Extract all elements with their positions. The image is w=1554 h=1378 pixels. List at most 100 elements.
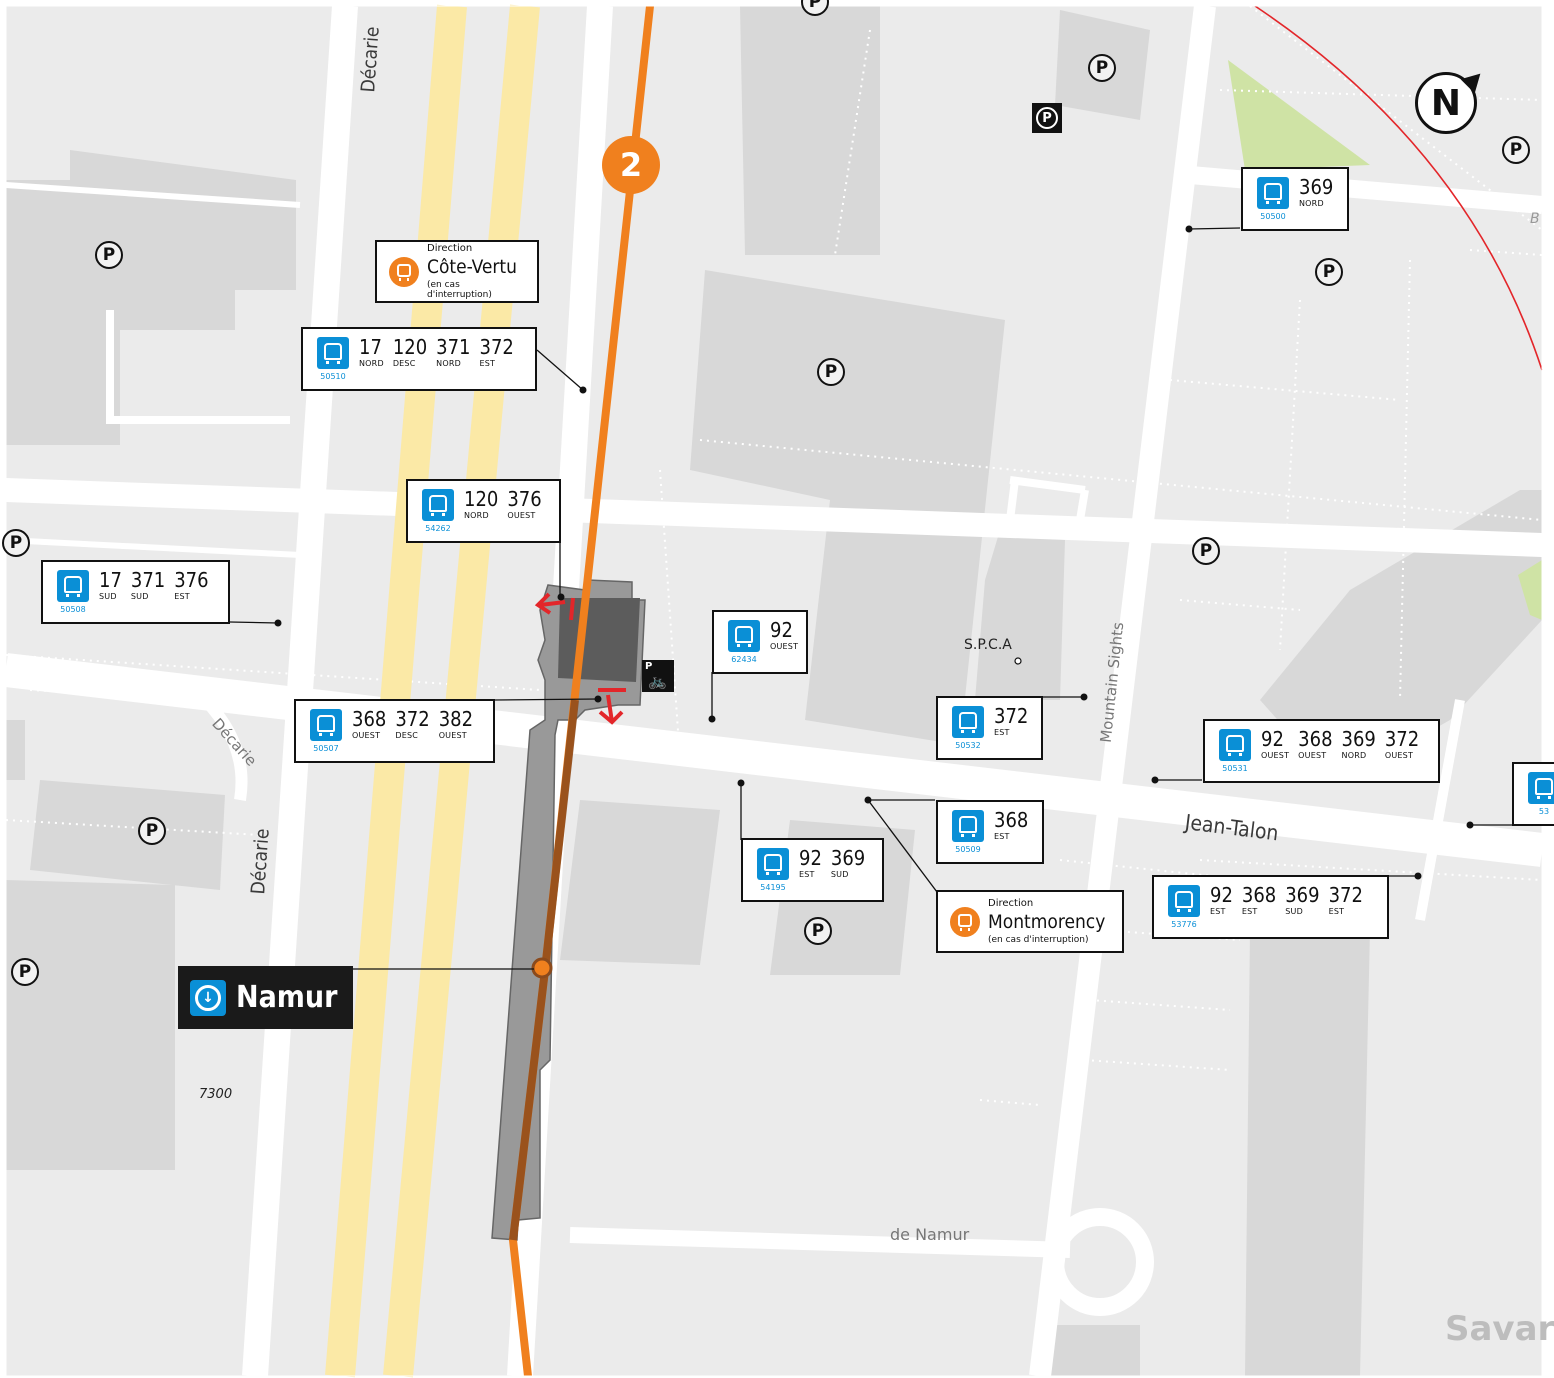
route-direction: EST — [1328, 907, 1345, 916]
route-direction: EST — [994, 728, 1010, 737]
route-number: 92 — [1210, 883, 1233, 907]
route-number: 368 — [352, 707, 387, 731]
bus-icon — [310, 709, 342, 741]
route-direction: OUEST — [1384, 751, 1414, 760]
boundary-line — [1254, 5, 1543, 371]
route-number: 376 — [174, 568, 209, 592]
stop-code: 50508 — [60, 605, 86, 614]
route-direction: EST — [799, 870, 815, 879]
route-direction: NORD — [1299, 199, 1324, 208]
stop-code: 53776 — [1171, 920, 1197, 929]
roundabout — [1046, 1208, 1154, 1316]
route-direction: DESC — [392, 359, 416, 368]
address-label: 7300 — [199, 1087, 233, 1102]
bus-icon — [952, 810, 984, 842]
route-direction: EST — [479, 359, 496, 368]
bus-icon — [1528, 772, 1554, 804]
stop-code: 50510 — [320, 372, 346, 381]
route-direction: EST — [174, 592, 190, 601]
spca-marker — [1014, 657, 1022, 665]
route-direction: OUEST — [438, 731, 467, 740]
parking-icon: P — [1088, 54, 1116, 82]
parking-icon: P — [1192, 537, 1220, 565]
stop-code: 53 — [1538, 807, 1550, 816]
parking-icon: P — [1315, 258, 1343, 286]
street-label-decarie: Décarie — [247, 827, 274, 896]
route-number: 92 — [1261, 727, 1284, 751]
bus-icon — [422, 489, 454, 521]
direction-montmorency[interactable]: Direction Montmorency (en cas d'interrup… — [936, 890, 1124, 953]
route-direction: OUEST — [1298, 751, 1327, 760]
route-number: 371 — [436, 335, 471, 359]
route-number: 372 — [1384, 727, 1420, 751]
street-label-partial: B — [1530, 211, 1540, 227]
parking-icon: P — [2, 529, 30, 557]
route-number: 372 — [479, 335, 514, 359]
bus-icon — [952, 706, 984, 738]
bus-icon — [757, 848, 789, 880]
bus-stop-53[interactable]: 53 — [1512, 762, 1554, 826]
stop-code: 50500 — [1260, 212, 1286, 221]
route-number: 368 — [1241, 883, 1277, 907]
route-direction: OUEST — [1261, 751, 1290, 760]
metro-logo-icon: ↓ — [190, 979, 226, 1016]
route-direction: SUD — [1285, 907, 1303, 916]
route-direction: SUD — [830, 870, 849, 879]
route-number: 372 — [1328, 883, 1363, 907]
route-number: 369 — [830, 846, 866, 870]
shuttle-bus-icon — [389, 256, 419, 287]
north-arrow-icon: N — [1415, 72, 1477, 134]
bus-icon — [1257, 177, 1289, 209]
direction-cote-vertu[interactable]: Direction Côte-Vertu (en cas d'interrupt… — [375, 240, 539, 303]
route-number: 369 — [1341, 727, 1376, 751]
route-number: 382 — [438, 707, 474, 731]
route-number: 368 — [994, 808, 1029, 832]
route-number: 369 — [1285, 883, 1320, 907]
route-direction: OUEST — [770, 642, 799, 651]
bus-icon — [57, 570, 89, 602]
stop-code: 62434 — [731, 655, 757, 664]
parking-icon: P — [801, 0, 829, 16]
shuttle-bus-icon — [950, 906, 980, 937]
bus-icon — [728, 620, 760, 652]
stop-code: 50531 — [1222, 764, 1248, 773]
station-name: Namur — [236, 980, 338, 1015]
route-direction: SUD — [130, 592, 149, 601]
route-direction: NORD — [359, 359, 384, 368]
bus-icon — [1219, 729, 1251, 761]
route-number: 120 — [392, 335, 428, 359]
route-direction: EST — [994, 832, 1010, 841]
route-number: 376 — [507, 487, 542, 511]
parking-icon: P — [817, 358, 845, 386]
route-number: 92 — [770, 618, 793, 642]
station-label-namur[interactable]: ↓ Namur — [178, 966, 353, 1029]
park — [1228, 60, 1370, 170]
